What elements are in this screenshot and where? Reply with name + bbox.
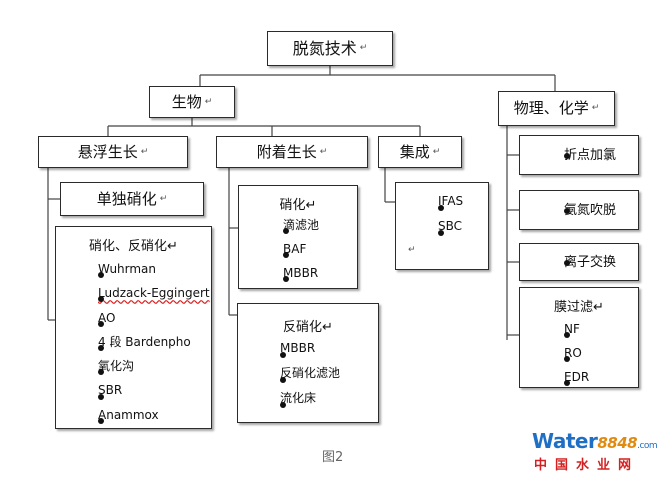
list-item: NF <box>520 323 638 347</box>
physchem-node: 物理、化学 ↵ <box>498 91 615 126</box>
biological-node: 生物 ↵ <box>149 86 235 118</box>
watermark-logo: Water8848.com 中国水业网 <box>532 429 657 476</box>
integrated-node: 集成 ↵ <box>378 136 462 168</box>
integrated-list-node: IFAS SBC ↵ <box>395 182 489 270</box>
watermark-domain: .com <box>637 441 657 451</box>
membrane-filtration-list: NF RO EDR <box>520 323 638 395</box>
return-mark-icon: ↵ <box>140 146 149 157</box>
list-item: IFAS <box>396 195 488 220</box>
watermark-number: 8848 <box>597 434 638 452</box>
breakpoint-chlorination-node: 折点加氯 <box>519 135 639 175</box>
return-mark-icon: ↵ <box>359 43 368 53</box>
root-label: 脱氮技术 <box>292 38 357 58</box>
integrated-list: IFAS SBC <box>396 195 488 245</box>
return-mark-icon: ↵ <box>319 146 328 157</box>
list-item: 氧化沟 <box>56 360 211 384</box>
list-item: RO <box>520 347 638 371</box>
ion-exchange-node: 离子交换 <box>519 243 639 281</box>
list-item: 氨氮吹脱 <box>520 204 638 217</box>
membrane-filtration-heading: 膜过滤↵ <box>554 300 604 315</box>
list-item: Anammox <box>56 409 211 433</box>
attached-denitrification-heading: 反硝化↵ <box>283 320 333 335</box>
ammonia-stripping-node: 氨氮吹脱 <box>519 190 639 230</box>
attached-denitrification-list: MBBR 反硝化滤池 流化床 <box>238 342 378 417</box>
list-item: 离子交换 <box>520 256 638 269</box>
root-node: 脱氮技术 ↵ <box>267 31 393 66</box>
return-mark-icon: ↵ <box>322 320 333 335</box>
nitrification-denitrification-heading: 硝化、反硝化↵ <box>89 239 178 254</box>
return-mark-icon: ↵ <box>591 103 600 113</box>
list-item: SBC <box>396 220 488 245</box>
return-mark-icon: ↵ <box>408 245 416 255</box>
integrated-label: 集成 <box>399 142 430 161</box>
suspended-growth-label: 悬浮生长 <box>77 142 138 161</box>
list-item: 4 段 Bardenpho <box>56 336 211 360</box>
list-item: AO <box>56 312 211 336</box>
attached-nitrification-heading: 硝化↵ <box>279 198 317 213</box>
list-item: 滴滤池 <box>239 219 357 243</box>
list-item: MBBR <box>238 342 378 367</box>
single-nitrification-label: 单独硝化 <box>96 189 157 208</box>
figure-caption: 图2 <box>322 450 344 465</box>
return-mark-icon: ↵ <box>204 96 213 107</box>
list-item: SBR <box>56 384 211 408</box>
list-item: BAF <box>239 243 357 267</box>
return-mark-icon: ↵ <box>432 146 441 157</box>
attached-nitrification-list: 滴滤池 BAF MBBR <box>239 219 357 291</box>
list-item: 流化床 <box>238 392 378 417</box>
attached-growth-node: 附着生长 ↵ <box>216 136 368 168</box>
physchem-label: 物理、化学 <box>513 99 589 117</box>
watermark-chinese: 中国水业网 <box>534 458 640 473</box>
membrane-filtration-node: 膜过滤↵ NF RO EDR <box>519 287 639 388</box>
attached-denitrification-node: 反硝化↵ MBBR 反硝化滤池 流化床 <box>237 303 379 423</box>
return-mark-icon: ↵ <box>305 198 317 213</box>
attached-growth-label: 附着生长 <box>256 142 317 161</box>
list-item: 反硝化滤池 <box>238 367 378 392</box>
return-mark-icon: ↵ <box>167 239 178 254</box>
list-item: 折点加氯 <box>520 149 638 162</box>
single-nitrification-node: 单独硝化 ↵ <box>60 182 204 216</box>
return-mark-icon: ↵ <box>159 193 168 204</box>
suspended-growth-node: 悬浮生长 ↵ <box>38 136 188 168</box>
list-item: Ludzack-Eggingert <box>56 287 211 311</box>
list-item: Wuhrman <box>56 263 211 287</box>
return-mark-icon: ↵ <box>593 300 604 315</box>
attached-nitrification-node: 硝化↵ 滴滤池 BAF MBBR <box>238 185 358 289</box>
list-item: EDR <box>520 371 638 395</box>
watermark-brand: Water <box>532 429 598 453</box>
list-item: MBBR <box>239 267 357 291</box>
nitrification-denitrification-node: 硝化、反硝化↵ Wuhrman Ludzack-Eggingert AO 4 段… <box>55 226 212 429</box>
nitrification-denitrification-list: Wuhrman Ludzack-Eggingert AO 4 段 Bardenp… <box>56 263 211 433</box>
biological-label: 生物 <box>171 92 202 111</box>
